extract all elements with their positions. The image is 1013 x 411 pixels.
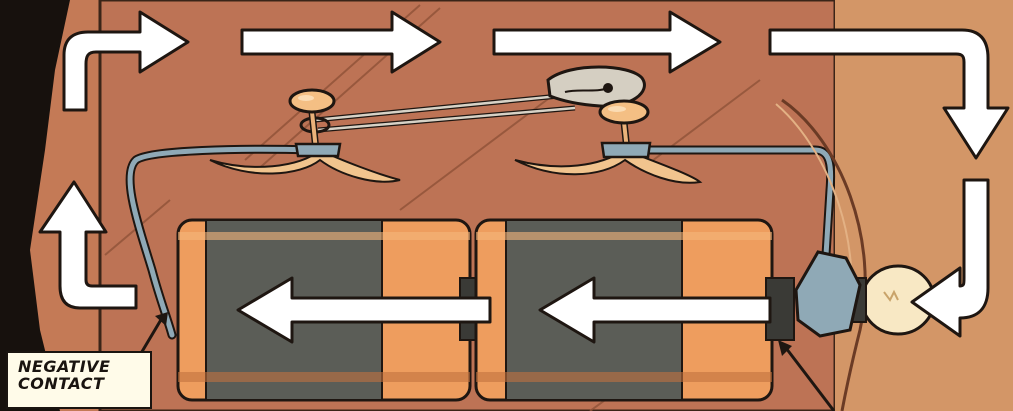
current-flow-arrows	[38, 10, 1010, 344]
thumbtack-right-icon	[514, 99, 703, 184]
wire-clamp	[794, 250, 862, 338]
flow-arrow-top-1	[62, 10, 190, 112]
flow-arrow-left-bottom	[38, 180, 138, 310]
negative-contact-pointer	[138, 317, 164, 356]
flow-arrow-battery-right	[538, 276, 772, 344]
negative-contact-label: NEGATIVE CONTACT	[6, 351, 152, 409]
thumbtack-left-icon	[209, 88, 401, 183]
flow-arrow-battery-left	[236, 276, 492, 344]
flow-arrow-top-3	[492, 10, 722, 74]
flow-arrow-corner-top	[768, 28, 1010, 160]
positive-contact-pointer	[784, 347, 836, 411]
negative-contact-label-line1: NEGATIVE	[18, 357, 111, 376]
pointer-lines	[138, 312, 836, 411]
flow-arrow-corner-bottom	[910, 178, 990, 338]
flow-arrow-top-2	[240, 10, 442, 74]
negative-contact-label-line2: CONTACT	[18, 374, 105, 393]
safety-pin-icon	[299, 65, 646, 134]
